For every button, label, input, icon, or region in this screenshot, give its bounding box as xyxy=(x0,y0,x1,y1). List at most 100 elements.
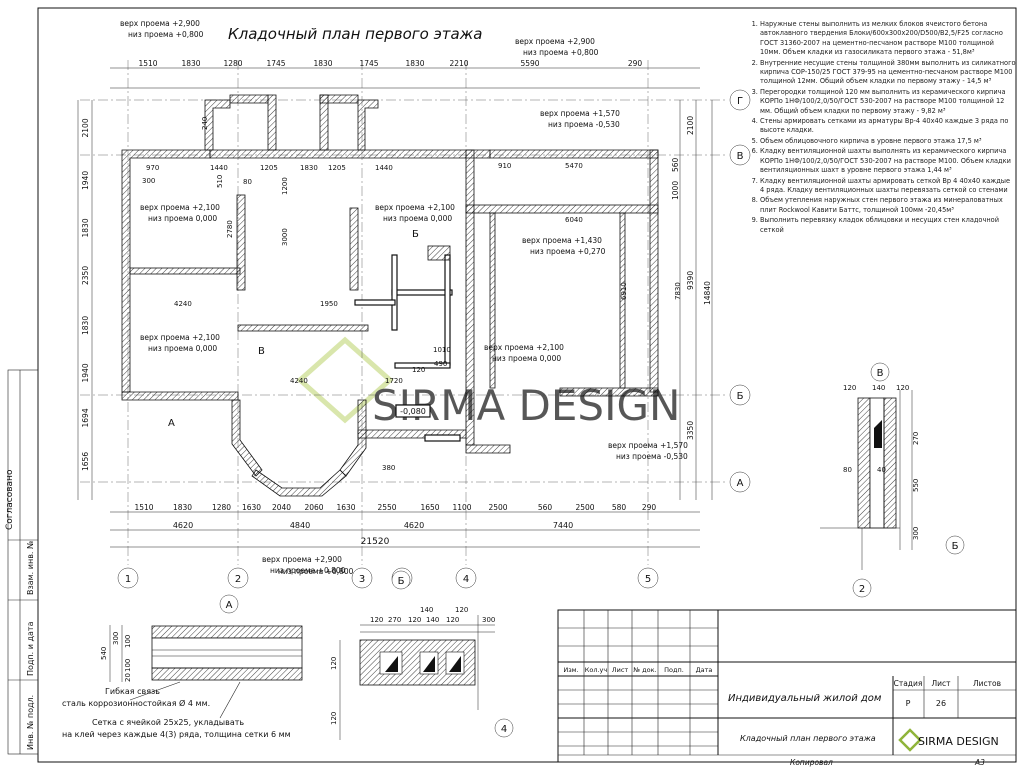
sec-b-dim-0: 120 xyxy=(370,616,383,624)
opening-top-5: верх проема +1,430 xyxy=(522,236,602,245)
bottom2-dim-3: 7440 xyxy=(553,521,573,530)
axis-bubble-4 xyxy=(455,567,477,589)
top-dim-7: 2210 xyxy=(449,59,468,68)
axis-letter-bubble-0 xyxy=(729,89,751,111)
level-mark-box xyxy=(395,404,431,418)
axis-number-1: 2 xyxy=(235,574,241,585)
sec-b-dim-1: 270 xyxy=(388,616,401,624)
axis-grid xyxy=(80,60,728,565)
top-dim-9: 290 xyxy=(628,59,643,68)
sec-a-dim-4: 20 xyxy=(124,673,132,682)
top-dim-6: 1830 xyxy=(405,59,424,68)
opening-top-8: верх проема +1,570 xyxy=(608,441,688,450)
bottom-dim-14: 290 xyxy=(642,503,657,512)
section-b-title: Б xyxy=(398,576,405,587)
company-logo: SIRMA DESIGN xyxy=(918,735,999,748)
section-mark-v: В xyxy=(258,346,265,357)
bottom-dim-4: 2040 xyxy=(272,503,291,512)
opening-bottom-6: низ проема 0,000 xyxy=(148,344,217,353)
project-name: Индивидуальный жилой дом xyxy=(728,693,882,704)
sec-a-dim-3: 100 xyxy=(124,659,132,672)
section-a-title: А xyxy=(226,600,233,611)
interior-dim-23: 240 xyxy=(201,117,209,130)
top-dim-4: 1830 xyxy=(313,59,332,68)
opening-bottom-9: низ проема +0,800 xyxy=(270,566,346,575)
level-mark: -0,080 xyxy=(400,407,426,416)
section-v-title: В xyxy=(877,368,884,379)
top-dim-5: 1745 xyxy=(359,59,378,68)
note-item-1: Наружные стены выполнить из мелких блоко… xyxy=(760,20,1016,58)
opening-top-2: верх проема +1,570 xyxy=(540,109,620,118)
right-dim-0: 2100 xyxy=(686,116,695,135)
bottom-dim-7: 2550 xyxy=(377,503,396,512)
sec-v-dim-6: 550 xyxy=(912,479,920,492)
top-dim-3: 1745 xyxy=(266,59,285,68)
interior-dim-8: 5470 xyxy=(565,162,583,170)
sec-b-dim-3: 140 xyxy=(426,616,439,624)
sec-v-dim-3: 270 xyxy=(912,432,920,445)
right-dim-5: 3350 xyxy=(686,421,695,440)
axis-letter-bubble-1 xyxy=(729,144,751,166)
section-b-detail: Б 4 120 270 120 140 120 140 300 120 120 … xyxy=(330,570,514,740)
section-v-detail: В Б 2 120 140 120 270 40 80 550 300 xyxy=(820,362,965,598)
bottom-dim-13: 580 xyxy=(612,503,627,512)
bottom-dim-8: 1650 xyxy=(420,503,439,512)
opening-top-9: верх проема +2,900 xyxy=(262,555,342,564)
bottom-dim-2: 1280 xyxy=(212,503,231,512)
left-dim-0: 2100 xyxy=(81,118,90,137)
sec-b-dim-8: 120 xyxy=(330,657,338,670)
interior-dim-2: 1440 xyxy=(210,164,228,172)
bottom-dim-3: 1630 xyxy=(242,503,261,512)
bottom-dim-0: 1510 xyxy=(134,503,153,512)
opening-bottom-7: низ проема 0,000 xyxy=(492,354,561,363)
interior-dim-5: 1205 xyxy=(328,164,346,172)
tb-col-2: Лист xyxy=(612,666,629,674)
interior-dim-7: 910 xyxy=(498,162,511,170)
right-dim-2: 1000 xyxy=(671,181,680,200)
bottom2-dim-2: 4620 xyxy=(404,521,424,530)
opening-bottom-5: низ проема +0,270 xyxy=(530,247,606,256)
exterior-walls xyxy=(121,94,659,497)
note-item-2: Внутренние несущие стены толщиной 380мм … xyxy=(760,59,1016,87)
bottom-dim-10: 2500 xyxy=(488,503,507,512)
general-notes: Наружные стены выполнить из мелких блоко… xyxy=(748,20,1016,236)
left-dim-5: 1940 xyxy=(81,363,90,382)
sec-b-dim-2: 120 xyxy=(408,616,421,624)
drawing-title: Кладочный план первого этажа xyxy=(228,25,482,43)
axis-number-markers: 123Б45 xyxy=(117,567,659,589)
sec-v-dim-5: 80 xyxy=(843,466,852,474)
sec-v-dim-0: 120 xyxy=(843,384,856,392)
notes-list: Наружные стены выполнить из мелких блоко… xyxy=(748,20,1016,235)
axis-letter-0: Г xyxy=(737,96,743,107)
interior-dim-13: 1720 xyxy=(385,377,403,385)
sec-a-note1: Гибкая связь xyxy=(105,687,160,696)
opening-top-0: верх проема +2,900 xyxy=(120,19,200,28)
section-mark-a: А xyxy=(168,418,175,429)
bottom2-dim-1: 4840 xyxy=(290,521,310,530)
axis-number-5: 5 xyxy=(645,574,651,585)
interior-dim-15: 490 xyxy=(434,360,447,368)
interior-dim-4: 1830 xyxy=(300,164,318,172)
interior-dim-19: 7830 xyxy=(674,282,682,300)
sec-v-dim-2: 120 xyxy=(896,384,909,392)
axis-number-4: 4 xyxy=(463,574,469,585)
sec-v-dim-7: 300 xyxy=(912,527,920,540)
interior-dim-16: 1010 xyxy=(433,346,451,354)
section-v-axis2: 2 xyxy=(859,584,865,595)
opening-bottom-1: низ проема +0,800 xyxy=(523,48,599,57)
section-a-detail: А 300 100 540 100 20 Гибкая связь сталь … xyxy=(62,594,303,739)
note-item-3: Перегородки толщиной 120 мм выполнить из… xyxy=(760,88,1016,116)
axis-bubble-2 xyxy=(351,567,373,589)
bottom-dim-12: 2500 xyxy=(575,503,594,512)
note-item-4: Стены армировать сетками из арматуры Вр-… xyxy=(760,117,1016,136)
sec-b-dim-4: 120 xyxy=(446,616,459,624)
sheet-value: 26 xyxy=(936,699,946,708)
logo-icon xyxy=(898,728,922,752)
sec-a-note2: сталь коррозионностойкая Ø 4 мм. xyxy=(62,698,210,708)
sec-v-dim-4: 40 xyxy=(877,466,886,474)
tb-col-1: Кол.уч xyxy=(585,666,608,674)
